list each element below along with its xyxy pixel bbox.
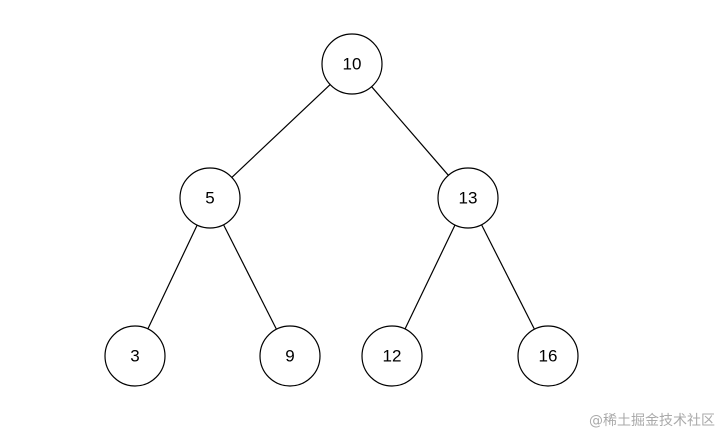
node-circle xyxy=(259,325,321,387)
edge-n10-n13 xyxy=(371,86,449,176)
tree-node-9: 9 xyxy=(259,325,321,387)
tree-node-12: 12 xyxy=(361,325,423,387)
node-label: 13 xyxy=(459,189,478,208)
node-circle xyxy=(104,325,166,387)
edge-n5-n9 xyxy=(223,224,277,330)
node-label: 12 xyxy=(383,347,402,366)
node-label: 9 xyxy=(285,347,294,366)
edge-n5-n3 xyxy=(147,224,198,330)
tree-nodes: 10 5 13 3 9 12 16 xyxy=(104,33,579,387)
tree-edges xyxy=(147,84,535,330)
node-circle xyxy=(437,167,499,229)
edge-n13-n12 xyxy=(404,224,456,330)
node-circle xyxy=(517,325,579,387)
node-label: 3 xyxy=(130,347,139,366)
node-label: 16 xyxy=(539,347,558,366)
tree-node-10: 10 xyxy=(321,33,383,95)
tree-node-5: 5 xyxy=(179,167,241,229)
watermark: @稀土掘金技术社区 xyxy=(589,413,715,429)
node-circle xyxy=(321,33,383,95)
node-label: 5 xyxy=(205,189,214,208)
tree-node-3: 3 xyxy=(104,325,166,387)
node-circle xyxy=(179,167,241,229)
node-circle xyxy=(361,325,423,387)
tree-node-13: 13 xyxy=(437,167,499,229)
node-label: 10 xyxy=(343,55,362,74)
edge-n10-n5 xyxy=(231,84,331,178)
edge-n13-n16 xyxy=(481,224,535,330)
tree-node-16: 16 xyxy=(517,325,579,387)
